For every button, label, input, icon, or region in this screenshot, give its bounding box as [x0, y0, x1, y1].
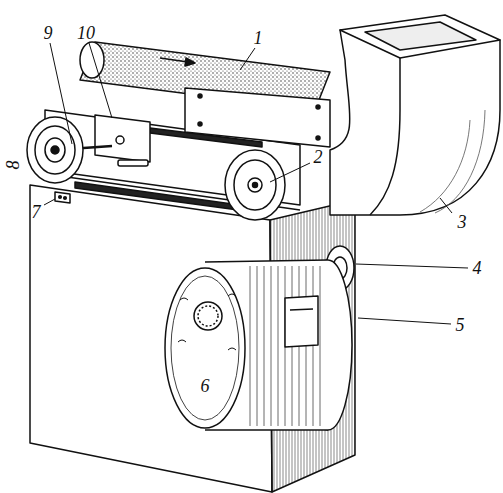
drive-pulley	[225, 150, 285, 220]
leader-line	[358, 318, 451, 324]
drive-pulley	[248, 178, 262, 192]
tension-plate	[95, 115, 150, 162]
callout-number: 2	[313, 148, 324, 166]
tension-pulley	[51, 146, 59, 154]
cabinet	[30, 182, 355, 492]
electric-motor	[165, 260, 352, 430]
exhaust-hood	[370, 58, 400, 215]
drive-pulley	[225, 150, 285, 220]
belt-guard	[316, 105, 320, 109]
belt-grinder-drawing	[27, 15, 500, 492]
electric-motor	[271, 266, 272, 426]
electric-motor	[205, 429, 328, 431]
abrasive-belt	[80, 42, 104, 78]
name-plate	[64, 197, 67, 200]
leader-line	[44, 43, 468, 324]
tension-pulley	[35, 126, 75, 174]
name-plate	[59, 196, 62, 199]
electric-motor	[285, 296, 318, 347]
electric-motor	[194, 302, 222, 330]
callout-number: 7	[31, 203, 42, 221]
electric-motor	[205, 260, 328, 262]
electric-motor	[171, 276, 239, 420]
electric-motor	[250, 266, 251, 426]
exhaust-hood	[420, 120, 470, 212]
electric-motor	[264, 266, 265, 426]
callout-number: 10	[76, 24, 96, 42]
leader-line	[50, 43, 72, 144]
leader-line	[270, 163, 310, 182]
electric-motor	[278, 266, 279, 426]
name-plate	[55, 192, 70, 203]
belt-guard	[198, 122, 202, 126]
callout-number: 8	[4, 160, 22, 171]
belt-guard	[185, 88, 330, 147]
leader-line	[356, 264, 468, 268]
electric-motor	[257, 266, 258, 426]
callout-number: 6	[200, 377, 211, 395]
tension-plate	[116, 136, 124, 144]
belt-guard	[316, 136, 320, 140]
tension-pulley	[27, 117, 83, 183]
exhaust-hood	[330, 30, 500, 215]
leader-line	[240, 48, 255, 70]
electric-motor	[320, 266, 321, 426]
leader-line	[440, 198, 452, 213]
cabinet	[30, 185, 272, 492]
name-plate	[55, 192, 70, 203]
tension-plate	[118, 160, 148, 166]
leader-line	[44, 199, 55, 205]
tension-pulley	[27, 117, 83, 183]
electric-motor	[250, 266, 320, 426]
belt-guard	[198, 94, 202, 98]
callout-number: 4	[472, 259, 483, 277]
tension-pulley	[45, 138, 65, 162]
exhaust-hood	[340, 15, 500, 58]
electric-motor	[178, 294, 236, 350]
exhaust-hood	[365, 22, 476, 50]
electric-motor	[165, 268, 245, 428]
callout-number: 1	[253, 29, 264, 47]
belt-guard	[185, 88, 330, 147]
callout-number: 5	[455, 316, 466, 334]
callout-number: 9	[43, 24, 54, 42]
callout-number: 3	[457, 213, 468, 231]
exhaust-hood	[330, 15, 500, 215]
leader-line	[89, 43, 112, 118]
exhaust-hood	[435, 110, 485, 213]
drive-pulley	[234, 160, 276, 210]
electric-motor	[290, 309, 313, 310]
abrasive-belt	[185, 58, 195, 66]
electric-motor	[198, 306, 218, 326]
drive-pulley	[253, 183, 258, 188]
